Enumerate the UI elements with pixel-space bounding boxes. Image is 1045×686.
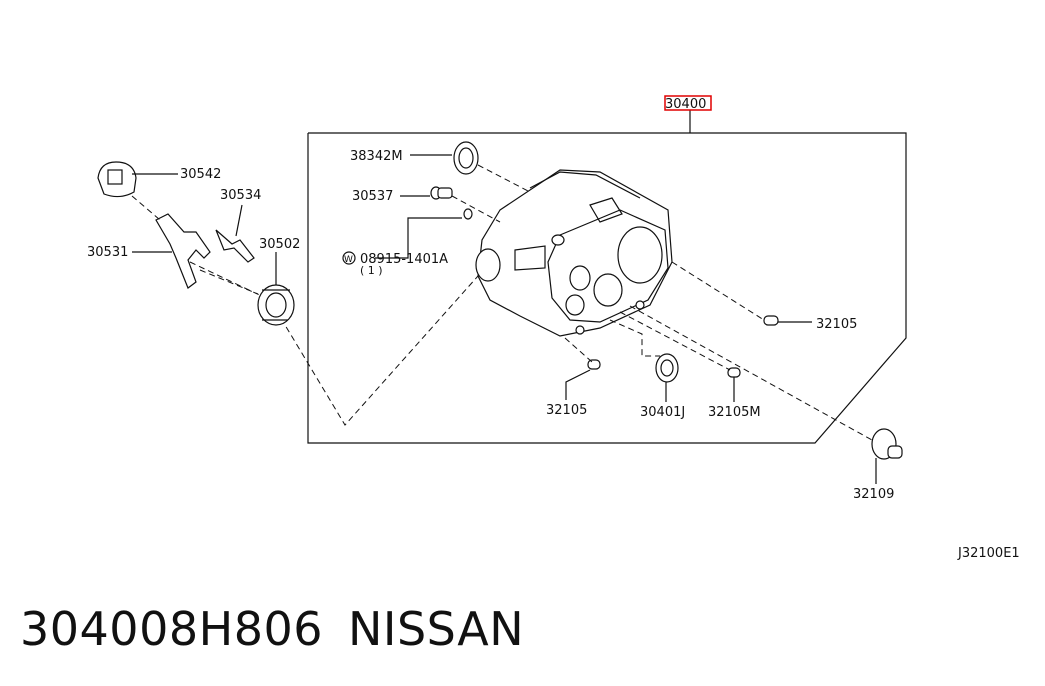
fork-30531-illustration[interactable] (155, 213, 211, 289)
footer-brand: NISSAN (348, 602, 524, 656)
callout-32109[interactable]: 32109 (853, 487, 894, 502)
callout-30531[interactable]: 30531 (87, 245, 128, 260)
callout-washer[interactable]: 08915-1401A (360, 252, 448, 267)
callout-30401j[interactable]: 30401J (640, 405, 685, 420)
transmission-housing-illustration[interactable] (475, 169, 673, 337)
seal-38342m-illustration[interactable] (453, 141, 479, 175)
release-bearing-30502-illustration[interactable] (257, 284, 295, 326)
callout-38342m[interactable]: 38342M (350, 149, 403, 164)
callout-30502[interactable]: 30502 (259, 237, 300, 252)
dowel-32105-right-illustration[interactable] (763, 315, 779, 326)
diagram-code: J32100E1 (957, 546, 1020, 561)
cap-30542-illustration[interactable] (97, 161, 137, 198)
highlight-box (664, 95, 712, 111)
assembly-frame (307, 132, 907, 444)
callout-32105-right[interactable]: 32105 (816, 317, 857, 332)
callout-30534[interactable]: 30534 (220, 188, 261, 203)
svg-text:W: W (344, 255, 353, 265)
footer-part-number: 304008H806 (20, 602, 323, 656)
oil-seal-30401j-illustration[interactable] (655, 353, 679, 383)
callout-30542[interactable]: 30542 (180, 167, 221, 182)
callout-washer-qty: ( 1 ) (360, 264, 383, 277)
washer-w-symbol: W (342, 251, 356, 265)
spring-30534-illustration[interactable] (215, 229, 255, 263)
dowel-32105-bottom-illustration[interactable] (587, 359, 601, 370)
callout-32105m[interactable]: 32105M (708, 405, 761, 420)
callout-32105-bottom[interactable]: 32105 (546, 403, 587, 418)
callout-30400[interactable]: 30400 (665, 97, 706, 112)
plug-30537-illustration[interactable] (430, 186, 473, 220)
callout-30537[interactable]: 30537 (352, 189, 393, 204)
bush-32109-illustration[interactable] (871, 428, 903, 460)
